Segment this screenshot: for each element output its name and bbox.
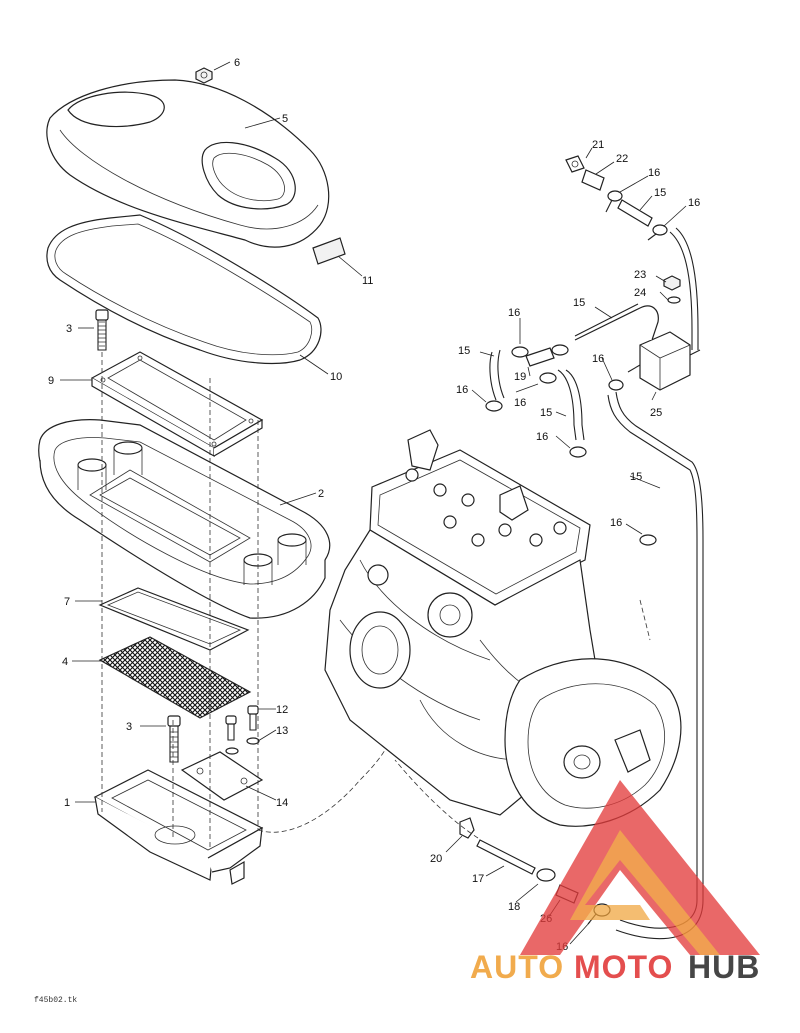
part-3-screw-upper: [95, 309, 109, 351]
callout-7: 7: [64, 596, 70, 608]
part-16-clamps-mid: [485, 344, 657, 546]
part-18-ring: [536, 868, 556, 882]
part-5-silencer-cover: [46, 79, 330, 248]
callout-16-d: 16: [456, 384, 468, 396]
callout-24: 24: [634, 287, 646, 299]
callout-16-h: 16: [610, 517, 622, 529]
callout-9: 9: [48, 375, 54, 387]
part-6-nut: [195, 67, 213, 84]
part-4-screen: [98, 636, 252, 719]
part-3-screw-lower: [167, 715, 181, 763]
callout-25: 25: [650, 407, 662, 419]
callout-11: 11: [362, 275, 373, 287]
part-20-clamp: [459, 817, 475, 839]
part-21-fitting: [565, 155, 585, 173]
callout-16-b: 16: [688, 197, 700, 209]
callout-19: 19: [514, 371, 526, 383]
part-1-lower-housing: [93, 769, 264, 885]
callout-16-g: 16: [536, 431, 548, 443]
part-23-nut: [663, 275, 681, 291]
part-9-upper-plate: [90, 351, 264, 458]
callout-labels: 6 5 11 10 3 9 2 7 4 3 12 13 1 14 21 22 1…: [48, 57, 700, 953]
part-19-tee-fitting: [525, 347, 555, 367]
callout-14: 14: [276, 797, 288, 809]
part-22-connector: [581, 169, 605, 191]
part-15-hose-a: [574, 305, 659, 341]
callout-3: 3: [66, 323, 72, 335]
part-16-clamp-top: [605, 190, 668, 241]
watermark-text-hub: HUB: [688, 949, 760, 985]
watermark-text-auto: AUTO: [470, 949, 564, 985]
callout-15-e: 15: [630, 471, 642, 483]
callout-23: 23: [634, 269, 646, 281]
part-12-bolt: [225, 705, 259, 741]
part-11-flap: [312, 237, 346, 265]
callout-17: 17: [472, 873, 484, 885]
callout-16-f: 16: [514, 397, 526, 409]
callout-12: 12: [276, 704, 288, 716]
part-15-hose-top: [617, 199, 653, 227]
callout-3-lower: 3: [126, 721, 132, 733]
part-15-hose-b: [675, 227, 699, 350]
part-13-washer: [225, 737, 260, 755]
part-17-tube: [476, 839, 536, 875]
part-24-washer: [667, 296, 681, 304]
callout-2: 2: [318, 488, 324, 500]
callout-21: 21: [592, 139, 604, 151]
callout-16-a: 16: [648, 167, 660, 179]
callout-15-b: 15: [573, 297, 585, 309]
part-2-silencer-base: [38, 419, 331, 619]
callout-1: 1: [64, 797, 70, 809]
part-25-valve: [627, 331, 701, 391]
watermark-text-moto: MOTO: [574, 949, 673, 985]
callout-6: 6: [234, 57, 240, 69]
callout-18: 18: [508, 901, 520, 913]
callout-15-d: 15: [540, 407, 552, 419]
callout-15-a: 15: [654, 187, 666, 199]
part-10-gasket: [46, 214, 322, 365]
watermark-logo: AUTO MOTO HUB: [470, 780, 760, 985]
figure-reference-code: f45b02.tk: [34, 996, 77, 1005]
callout-4: 4: [62, 656, 68, 668]
callout-10: 10: [330, 371, 342, 383]
callout-20: 20: [430, 853, 442, 865]
callout-5: 5: [282, 113, 288, 125]
engine-block: [324, 429, 682, 827]
callout-13: 13: [276, 725, 288, 737]
callout-15-c: 15: [458, 345, 470, 357]
callout-22: 22: [616, 153, 628, 165]
callout-16-e: 16: [592, 353, 604, 365]
callout-16-c: 16: [508, 307, 520, 319]
part-7-gasket: [98, 587, 250, 651]
